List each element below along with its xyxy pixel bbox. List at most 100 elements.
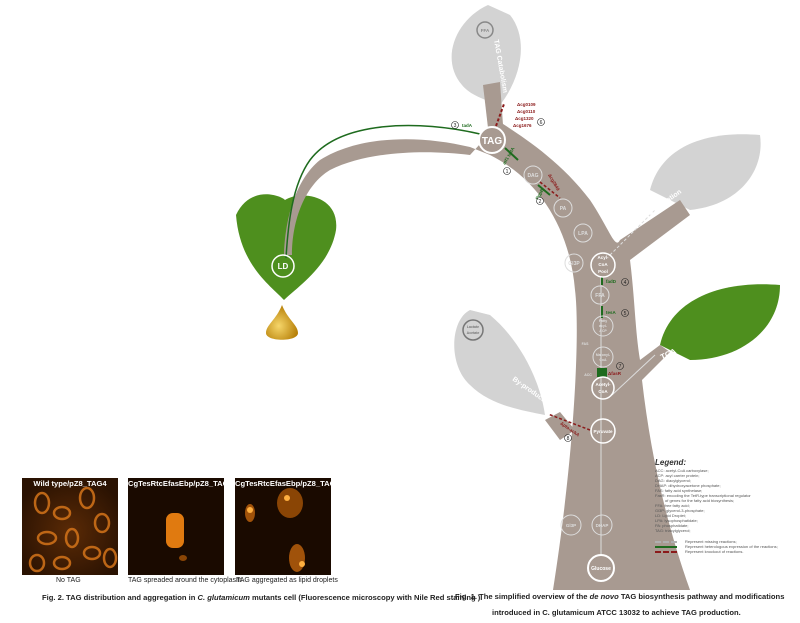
node-pa: PA [553,198,573,218]
svg-text:PA: PA [560,206,567,212]
svg-text:2: 2 [539,199,542,205]
node-dag: DAG [523,165,543,185]
legend-item: FFA: free fatty acid; [655,503,690,508]
legend-line-missing: Represent missing reactions; [655,539,778,544]
fig1-caption-line2: introduced in C. glutamicum ATCC 13032 t… [492,608,741,617]
gene-tada: tadA [462,123,473,128]
svg-text:CoA: CoA [599,358,607,362]
svg-text:Gl3P: Gl3P [566,523,576,528]
step-5: 5 [621,309,629,317]
node-gl3p-bottom: Gl3P [560,514,582,536]
svg-text:Pyruvate: Pyruvate [593,429,613,434]
tada-arrow [285,124,481,259]
step-3: 3 [451,121,459,129]
svg-text:Acyl-: Acyl- [597,255,609,260]
svg-text:LPA: LPA [578,231,588,237]
step-1: 1 [503,167,511,175]
legend-title: Legend: [655,458,687,467]
node-ld: LD [271,254,295,278]
legend-line-expression: Represent heterologous expression of the… [655,544,778,549]
legend-item: LD: Lipid Droplet; [655,513,686,518]
panel-caption: No TAG [56,577,81,584]
legend-item: Gl3P: glycerol-3-phosphate; [655,508,705,513]
node-acyl-coa-pool: Acyl- CoA Pool [590,252,616,278]
gene-ko-2: Δcg0110 [517,109,536,114]
svg-text:8: 8 [567,436,570,442]
byproduct-leaf [454,310,545,415]
legend-item: ACP: acyl carrier protein; [655,473,700,478]
catabolism-ko-arrow [495,103,505,127]
node-ffa: FFA [590,285,610,305]
svg-text:FFA: FFA [595,293,605,299]
node-tag: TAG [478,126,506,154]
svg-text:7: 7 [619,364,622,370]
svg-text:acyl-: acyl- [599,324,608,328]
fig2-caption: Fig. 2. TAG distribution and aggregation… [42,593,483,602]
lipid-drop [266,305,298,340]
svg-text:Acetate: Acetate [467,331,480,335]
svg-text:Lactate: Lactate [467,325,479,329]
legend-item: DHAP: dihydroxyacetone phosphate; [655,483,721,488]
legend-item: TAG: triacylglycerol; [655,528,691,533]
pathway-trunk [284,122,690,590]
legend-item: of genes for the fatty acid biosynthesis… [665,498,735,503]
panel-caption: TAG aggregated as lipid droplets [236,577,338,584]
legend-item: LPA: lysophosphatidate; [655,518,698,523]
micrograph-spread: CgTesRtcEfasEbp/pZ8_TAG4 [128,478,224,575]
svg-text:DAG: DAG [527,173,538,179]
node-gl3p: Gl3P [564,253,584,273]
svg-text:CoA: CoA [598,262,608,267]
node-pyruvate: Pyruvate [590,418,616,444]
label-fas: FAS [582,342,589,346]
step-4: 4 [621,278,629,286]
svg-text:FFA: FFA [481,28,490,33]
ffa-leaf [451,5,521,105]
micrograph-aggregated: CgTesRtcEfasEbp/pZ8_TAG4 [235,478,331,575]
node-acetyl-coa: Acetyl-CoA [591,376,615,400]
svg-text:Gl3P: Gl3P [568,261,580,267]
step-7: 7 [616,362,624,370]
node-glucose: Glucose [587,554,615,582]
node-dhap: DHAP [591,514,613,536]
node-lpa: LPA [573,223,593,243]
svg-text:Glucose: Glucose [591,566,611,572]
panel-title: Wild type/pZ8_TAG4 [33,479,107,488]
svg-text:6: 6 [540,120,543,126]
svg-text:Malonyl-: Malonyl- [596,353,611,357]
svg-text:Pool: Pool [598,269,608,274]
byproduct-ko-arrow [547,413,591,431]
svg-text:TAG: TAG [482,136,503,147]
node-malonyl-coa: Malonyl-CoA [592,346,614,368]
legend-item: DAG: diacylglycerol; [655,478,692,483]
svg-text:LD: LD [278,262,289,271]
legend-item: PA: phosphatidate; [655,523,689,528]
beta-oxidation-leaf [650,134,761,210]
step-2: 2 [536,197,544,205]
svg-text:DHAP: DHAP [596,523,609,528]
legend-item: FAS: fatty acid synthetase; [655,488,703,493]
legend-item: ACC: acetyl-CoA carboxylase; [655,468,709,473]
gene-ko-3: Δcg1320 [515,116,534,121]
gene-fasr: ΔfasR [608,371,622,376]
svg-text:3: 3 [454,123,457,129]
legend: Legend: ACC: acetyl-CoA carboxylase; ACP… [655,458,778,554]
svg-text:1: 1 [506,169,509,175]
step-8: 8 [564,434,572,442]
micrograph-wild-type: Wild type/pZ8_TAG4 [22,478,118,575]
gene-tesa: tesA [606,310,617,315]
gene-pgpb: PgpB [535,187,546,200]
svg-text:ACP: ACP [599,329,607,333]
svg-text:5: 5 [624,311,627,317]
acc-arrow [597,368,607,377]
panel-caption: TAG spreaded around the cytoplasm [128,577,242,584]
svg-text:4: 4 [624,280,627,286]
gene-ko-1: Δcg0109 [517,102,536,107]
svg-text:Fatty: Fatty [599,319,607,323]
tca-leaf [660,284,780,360]
svg-text:Acetyl-: Acetyl- [595,382,611,387]
gene-fadd: fadD [606,279,617,284]
node-ffa-leaf: FFA [476,21,494,39]
